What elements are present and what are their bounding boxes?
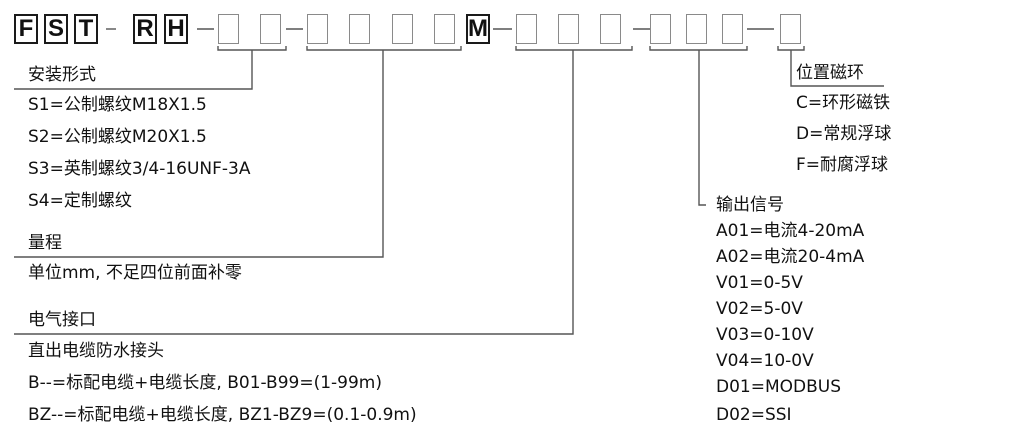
- code-slot-range-3: [392, 14, 413, 44]
- leader-electrical: [14, 50, 574, 335]
- leader-output: [698, 50, 706, 206]
- code-slot-range-4: [434, 14, 455, 44]
- electrical-option-direct: 直出电缆防水接头: [28, 341, 164, 361]
- output-option-v04: V04=10-0V: [716, 351, 814, 371]
- bracket-electrical: [515, 46, 633, 51]
- code-letter-s: S: [44, 14, 68, 44]
- code-letter-h: H: [164, 14, 188, 44]
- code-slot-electrical-1: [516, 14, 537, 44]
- code-slot-range-2: [349, 14, 370, 44]
- code-slot-magnet-1: [780, 14, 801, 44]
- code-slot-electrical-3: [600, 14, 621, 44]
- mounting-title: 安装形式: [28, 65, 96, 85]
- code-slot-output-3: [722, 14, 743, 44]
- bracket-output: [649, 46, 748, 51]
- code-letter-t: T: [74, 14, 98, 44]
- bracket-magnet: [777, 46, 805, 51]
- electrical-title: 电气接口: [28, 310, 96, 330]
- code-letter-r: R: [133, 14, 157, 44]
- magnet-title: 位置磁环: [796, 63, 864, 83]
- electrical-option-bz: BZ--=标配电缆+电缆长度, BZ1-BZ9=(0.1-0.9m): [28, 405, 417, 425]
- bracket-range: [306, 46, 462, 51]
- output-option-v01: V01=0-5V: [716, 273, 803, 293]
- output-option-d02: D02=SSI: [716, 405, 792, 425]
- output-option-d01: D01=MODBUS: [716, 377, 842, 397]
- mounting-option-s4: S4=定制螺纹: [28, 191, 132, 211]
- code-slot-output-1: [650, 14, 671, 44]
- magnet-option-f: F=耐腐浮球: [796, 155, 889, 175]
- range-title: 量程: [28, 233, 62, 253]
- code-slot-mounting-1: [218, 14, 239, 44]
- code-letter-f: F: [14, 14, 38, 44]
- code-slot-range-1: [307, 14, 328, 44]
- output-option-v02: V02=5-0V: [716, 299, 803, 319]
- mounting-option-s1: S1=公制螺纹M18X1.5: [28, 95, 207, 115]
- output-title: 输出信号: [716, 195, 784, 215]
- code-slot-electrical-2: [558, 14, 579, 44]
- output-option-v03: V03=0-10V: [716, 325, 814, 345]
- bracket-mounting: [217, 46, 287, 51]
- leader-magnet: [790, 50, 884, 87]
- output-option-a02: A02=电流20-4mA: [716, 247, 865, 267]
- code-slot-output-2: [686, 14, 707, 44]
- electrical-option-b: B--=标配电缆+电缆长度, B01-B99=(1-99m): [28, 373, 382, 393]
- magnet-option-d: D=常规浮球: [796, 124, 892, 144]
- range-description: 单位mm, 不足四位前面补零: [28, 263, 242, 283]
- output-option-a01: A01=电流4-20mA: [716, 221, 865, 241]
- mounting-option-s3: S3=英制螺纹3/4-16UNF-3A: [28, 159, 251, 179]
- mounting-option-s2: S2=公制螺纹M20X1.5: [28, 127, 207, 147]
- code-letter-m: M: [466, 14, 490, 44]
- leader-mounting: [14, 50, 253, 90]
- code-slot-mounting-2: [260, 14, 281, 44]
- magnet-option-c: C=环形磁铁: [796, 93, 891, 113]
- leader-range: [14, 50, 384, 258]
